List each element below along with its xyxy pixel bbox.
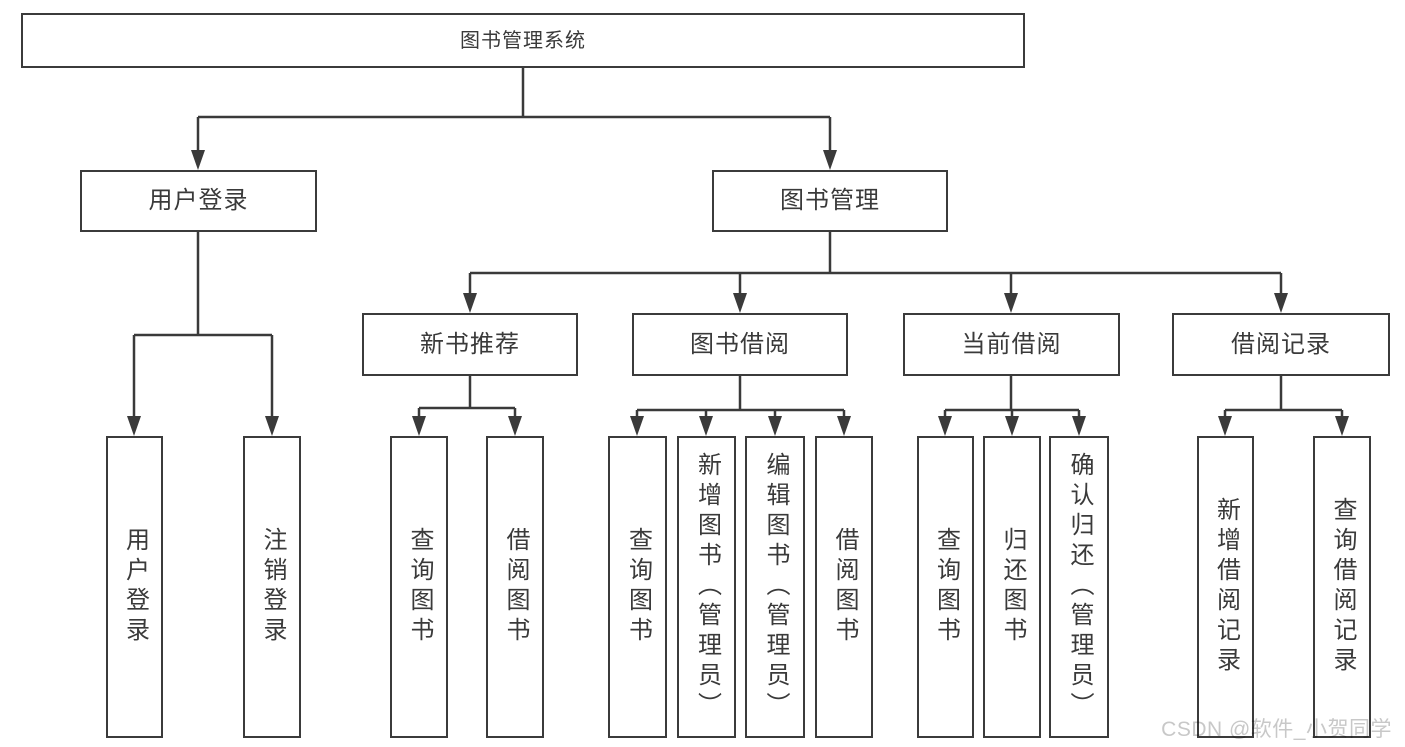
node-borrow-records: 借阅记录 <box>1172 313 1390 376</box>
leaf-edit-book-admin: 编辑图书（管理员） <box>745 436 805 738</box>
leaf-query-books-recommend: 查询图书 <box>390 436 448 738</box>
node-current-borrow: 当前借阅 <box>903 313 1120 376</box>
leaf-logout: 注销登录 <box>243 436 301 738</box>
leaf-borrow-books: 借阅图书 <box>815 436 873 738</box>
leaf-confirm-return-admin: 确认归还（管理员） <box>1049 436 1109 738</box>
leaf-add-book-admin: 新增图书（管理员） <box>677 436 736 738</box>
node-book-management: 图书管理 <box>712 170 948 232</box>
leaf-query-books-current: 查询图书 <box>917 436 974 738</box>
leaf-query-borrow-record: 查询借阅记录 <box>1313 436 1371 738</box>
csdn-watermark: CSDN @软件_小贺同学 <box>1161 718 1392 741</box>
leaf-return-book: 归还图书 <box>983 436 1041 738</box>
leaf-query-books-borrow: 查询图书 <box>608 436 667 738</box>
arrowhead-icons <box>127 150 1349 436</box>
leaf-borrow-books-recommend: 借阅图书 <box>486 436 544 738</box>
leaf-add-borrow-record: 新增借阅记录 <box>1197 436 1254 738</box>
node-new-book-recommend: 新书推荐 <box>362 313 578 376</box>
node-user-login: 用户登录 <box>80 170 317 232</box>
node-root: 图书管理系统 <box>21 13 1025 68</box>
leaf-user-login: 用户登录 <box>106 436 163 738</box>
node-book-borrow: 图书借阅 <box>632 313 848 376</box>
